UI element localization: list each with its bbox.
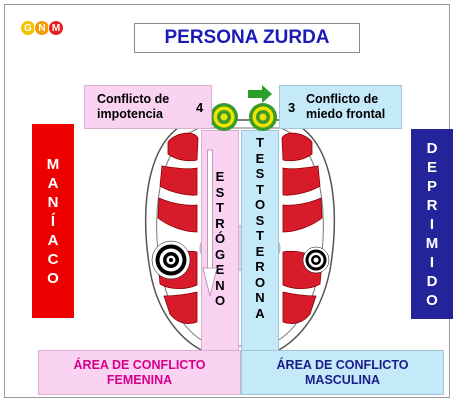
area-femenina-line2: FEMENINA <box>106 372 173 387</box>
target-left-icon <box>210 103 238 131</box>
deprimido-letter: D <box>426 139 438 157</box>
maniaco-letter: C <box>47 250 59 268</box>
estrogeno-letter: E <box>215 262 225 277</box>
conflicto-number-4: 4 <box>196 100 204 115</box>
area-femenina-line1: ÁREA DE CONFLICTO <box>73 357 206 372</box>
area-masculina-line2: MASCULINA <box>305 372 380 387</box>
testosterona-letter: O <box>254 197 266 212</box>
testosterona-letter: T <box>256 181 264 197</box>
deprimido-letter: M <box>425 234 439 252</box>
target-black-left-icon <box>151 240 191 280</box>
area-masculina-line1: ÁREA DE CONFLICTO <box>276 357 409 372</box>
testosterona-letter: E <box>255 150 265 166</box>
deprimido-letter: O <box>426 291 438 309</box>
logo-letter-m: M <box>48 20 64 36</box>
estrogeno-letter: S <box>215 184 225 200</box>
maniaco-letter: N <box>47 193 59 211</box>
testosterona-letter: T <box>256 228 264 243</box>
testosterona-letter: N <box>255 290 265 305</box>
testosterona-column: T E S T O S T E R O N A <box>241 130 279 352</box>
estrogeno-letter: T <box>216 200 224 215</box>
estrogeno-letter: E <box>215 169 225 184</box>
estrogeno-letter: R <box>215 215 225 231</box>
conflicto-miedo-frontal-box: Conflicto de miedo frontal <box>279 85 402 129</box>
conflicto-number-3: 3 <box>288 100 296 115</box>
area-conflicto-femenina: ÁREA DE CONFLICTO FEMENINA <box>38 350 241 395</box>
deprimido-letter: E <box>426 158 437 176</box>
target-right-icon <box>249 103 277 131</box>
maniaco-letter: M <box>46 155 60 173</box>
conflicto-impotencia-line1: Conflicto de <box>97 92 170 106</box>
testosterona-letter: R <box>255 259 265 274</box>
maniaco-letter: A <box>47 174 59 192</box>
estrogeno-letter: O <box>214 293 226 308</box>
testosterona-letter: S <box>255 212 265 228</box>
conflicto-impotencia-box: Conflicto de impotencia <box>84 85 212 129</box>
conflicto-miedo-line2: miedo frontal <box>306 107 386 121</box>
maniaco-letter: A <box>47 231 59 249</box>
conflicto-impotencia-line2: impotencia <box>97 107 163 121</box>
estrogeno-letter: Ó <box>214 231 226 246</box>
conflicto-miedo-line1: Conflicto de <box>306 92 379 106</box>
testosterona-letter: S <box>255 166 265 181</box>
page-title: PERSONA ZURDA <box>134 23 360 53</box>
deprimido-letter: D <box>426 272 438 290</box>
green-arrow-icon <box>248 85 272 103</box>
testosterona-letter: A <box>255 305 265 321</box>
deprimido-letter: R <box>426 196 438 214</box>
gnm-logo: G N M <box>20 20 64 36</box>
testosterona-letter: E <box>255 243 265 259</box>
maniaco-letter: O <box>47 269 59 287</box>
deprimido-column: D E P R I M I D O <box>411 129 453 319</box>
deprimido-letter: P <box>426 177 437 195</box>
deprimido-letter: I <box>429 215 435 233</box>
testosterona-letter: O <box>254 274 266 290</box>
area-conflicto-masculina: ÁREA DE CONFLICTO MASCULINA <box>241 350 444 395</box>
target-black-right-icon <box>302 246 330 274</box>
testosterona-letter: T <box>256 135 264 150</box>
deprimido-letter: I <box>429 253 435 271</box>
estrogeno-letter: N <box>215 277 225 293</box>
maniaco-letter: Í <box>50 212 56 230</box>
maniaco-column: M A N Í A C O <box>32 124 74 318</box>
down-arrow-icon <box>202 149 218 297</box>
estrogeno-letter: G <box>214 246 226 262</box>
